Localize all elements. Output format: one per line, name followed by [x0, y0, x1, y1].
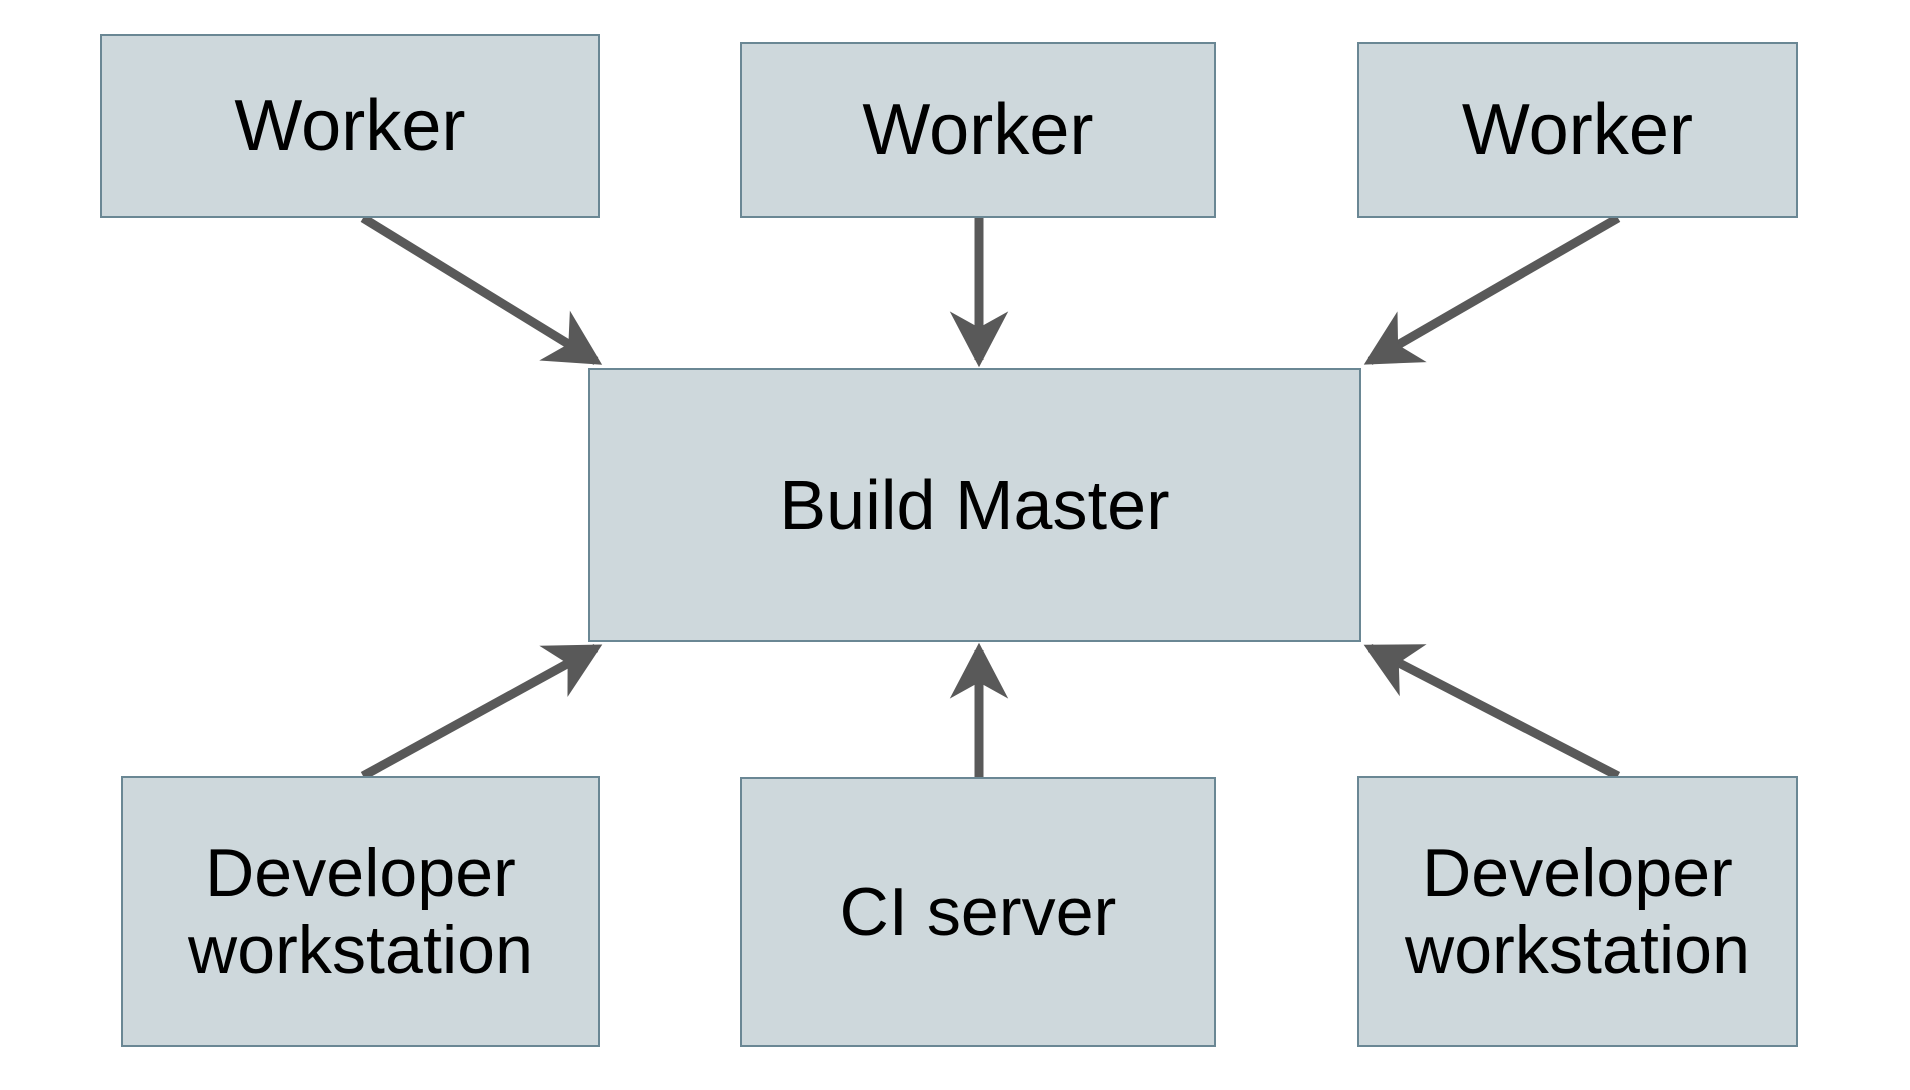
node-developer-workstation-right[interactable]: Developer workstation [1357, 776, 1798, 1047]
edge-dev-left-to-build-master [360, 644, 603, 780]
node-worker-right[interactable]: Worker [1357, 42, 1798, 218]
edge-worker-left-to-build-master [360, 214, 603, 365]
edge-worker-right-to-build-master [1363, 214, 1621, 365]
node-build-master[interactable]: Build Master [588, 368, 1361, 642]
node-worker-left[interactable]: Worker [100, 34, 600, 218]
node-ci-server[interactable]: CI server [740, 777, 1216, 1047]
node-worker-right-label: Worker [1461, 89, 1694, 170]
node-developer-workstation-left[interactable]: Developer workstation [121, 776, 600, 1047]
node-build-master-label: Build Master [779, 465, 1170, 544]
node-worker-left-label: Worker [234, 85, 466, 166]
node-ci-server-label: CI server [839, 873, 1117, 950]
node-worker-mid[interactable]: Worker [740, 42, 1216, 218]
edge-dev-right-to-build-master [1363, 644, 1621, 780]
node-worker-mid-label: Worker [862, 89, 1094, 170]
node-developer-workstation-left-label: Developer workstation [187, 835, 534, 988]
node-developer-workstation-right-label: Developer workstation [1404, 835, 1751, 988]
